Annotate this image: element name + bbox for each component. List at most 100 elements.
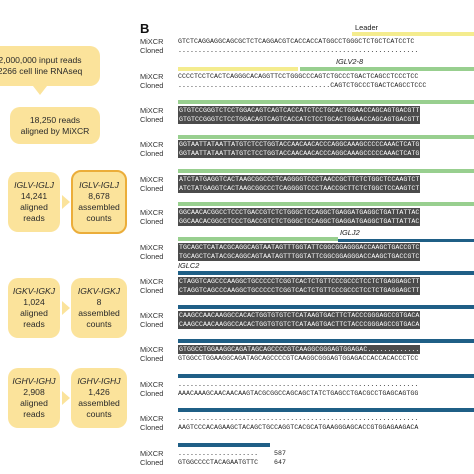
mixcr-sequence: GTCTCAGGAGGCAGCGCTCTCAGGACGTCACCACCATGGC… — [178, 38, 415, 45]
mixcr-label: MiXCR — [140, 380, 164, 389]
v-region-bar — [178, 169, 474, 173]
kappa-assembled-chain: IGKV-IGKJ — [77, 286, 121, 296]
mixcr-label: MiXCR — [140, 414, 164, 423]
alignment-block: MiXCR...................................… — [140, 414, 474, 432]
mixcr-sequence: GTGGCCTGGAAGGCAGATAGCAGCCCCGTCAAGGCGGGAG… — [178, 345, 421, 354]
panel-label: B — [140, 21, 150, 36]
lambda-aligned-box: IGLV-IGLJ 14,241 aligned reads — [8, 172, 60, 232]
aligned-reads-line2: aligned by MiXCR — [20, 125, 90, 136]
cloned-label: Cloned — [140, 115, 164, 124]
c-region-bar — [178, 408, 474, 412]
kappa-aligned-word2: reads — [23, 319, 45, 329]
cloned-label: Cloned — [140, 354, 164, 363]
lambda-aligned-word2: reads — [23, 213, 45, 223]
kappa-assembled-word1: assembled — [78, 308, 120, 318]
cloned-label: Cloned — [140, 46, 164, 55]
cloned-sequence: CAAGCCAACAAGGCCACACTGGTGTGTCTCATAAGTGACT… — [178, 320, 421, 329]
c-region-bar — [178, 374, 474, 378]
lambda-aligned-count: 14,241 — [20, 191, 48, 201]
mixcr-sequence: CCCCTCCTCACTCAGGGCACAGGTTCCTGGGCCCAGTCTG… — [178, 73, 419, 80]
mixcr-label: MiXCR — [140, 311, 164, 320]
lambda-assembled-word1: assembled — [78, 202, 120, 212]
j-region-bar — [338, 239, 474, 242]
heavy-aligned-word1: aligned — [20, 398, 48, 408]
cloned-sequence: ATCTATGAGGTCACTAAGCGGCCCTCAGGGGTCCCTAACC… — [178, 184, 421, 193]
cloned-end-position: 647 — [274, 459, 287, 466]
c-region-bar — [178, 271, 474, 275]
v-region-bar — [300, 67, 474, 71]
leader-label: Leader — [355, 23, 379, 32]
input-reads-line1: 2,000,000 input reads — [0, 55, 82, 65]
mixcr-label: MiXCR — [140, 243, 164, 252]
mixcr-sequence: GGCAACACGGCCTCCCTGACCGTCTCTGGGCTCCAGGCTG… — [178, 208, 421, 217]
kappa-aligned-chain: IGKV-IGKJ — [12, 286, 56, 296]
right-arrow-icon — [62, 391, 70, 405]
cloned-sequence: GTGGCCTGGAAGGCAGATAGCAGCCCCGTCAAGGCGGGAG… — [178, 355, 419, 362]
input-reads-box: 2,000,000 input reads 2266 cell line RNA… — [0, 46, 100, 95]
mixcr-label: MiXCR — [140, 106, 164, 115]
cloned-label: Cloned — [140, 458, 164, 467]
mixcr-sequence: GTGTCCGGGTCTCCTGGACAGTCAGTCACCATCTCCTGCA… — [178, 106, 421, 115]
cloned-sequence: CTAGGTCAGCCCAAGGCTGCCCCCTCGGTCACTCTGTTCC… — [178, 286, 421, 295]
alignment-block: MiXCR TGCAGCTCATACGCAGGCAGTAATAGTTTGGTATT… — [140, 243, 474, 261]
kappa-assembled-word2: counts — [86, 319, 112, 329]
alignment-block: MiXCR CAAGCCAACAAGGCCACACTGGTGTGTCTCATAAG… — [140, 311, 474, 329]
cloned-sequence: GTGGCCCCTACAGAATGTTC — [178, 459, 259, 466]
mixcr-label: MiXCR — [140, 449, 164, 458]
aligned-reads-line1: 18,250 reads — [29, 114, 81, 125]
iglv-label: IGLV2-8 — [336, 57, 364, 66]
mixcr-sequence: .................... — [178, 450, 259, 457]
cloned-sequence: GGTAATTATAATTATGTCTCCTGGTACCAACAACACCCAG… — [178, 149, 421, 158]
heavy-assembled-box: IGHV-IGHJ 1,426 assembled counts — [71, 368, 127, 428]
lambda-aligned-word1: aligned — [20, 202, 48, 212]
cloned-sequence: ........................................… — [178, 47, 419, 54]
mixcr-label: MiXCR — [140, 37, 164, 46]
c-region-bar — [178, 305, 474, 309]
mixcr-label: MiXCR — [140, 208, 164, 217]
c-region-bar — [178, 339, 474, 343]
v-region-bar — [178, 202, 474, 206]
mixcr-sequence: GGTAATTATAATTATGTCTCCTGGTACCAACAACACCCAG… — [178, 140, 421, 149]
cloned-label: Cloned — [140, 81, 164, 90]
heavy-aligned-box: IGHV-IGHJ 2,908 aligned reads — [8, 368, 60, 428]
aligned-reads-box: 18,250 reads aligned by MiXCR — [10, 107, 100, 144]
mixcr-sequence: TGCAGCTCATACGCAGGCAGTAATAGTTTGGTATTCGGCG… — [178, 243, 421, 252]
kappa-assembled-box: IGKV-IGKJ 8 assembled counts — [71, 278, 127, 338]
lambda-assembled-chain: IGLV-IGLJ — [79, 180, 119, 190]
mixcr-end-position: 587 — [274, 450, 287, 457]
v-region-bar — [178, 237, 338, 241]
right-arrow-icon — [62, 301, 70, 315]
kappa-aligned-count: 1,024 — [23, 297, 45, 307]
heavy-assembled-chain: IGHV-IGHJ — [77, 376, 121, 386]
mixcr-sequence: ATCTATGAGGTCACTAAGCGGCCCTCAGGGGTCCCTAACC… — [178, 175, 421, 184]
mixcr-sequence: CTAGGTCAGCCCAAGGCTGCCCCCTCGGTCACTCTGTTCC… — [178, 277, 421, 286]
kappa-aligned-word1: aligned — [20, 308, 48, 318]
alignment-block: MiXCR GTGGCCTGGAAGGCAGATAGCAGCCCCGTCAAGGC… — [140, 345, 474, 363]
heavy-aligned-count: 2,908 — [23, 387, 45, 397]
heavy-assembled-count: 1,426 — [88, 387, 110, 397]
cloned-sequence: TGCAGCTCATACGCAGGCAGTAATAGTTTGGTATTCGGCG… — [178, 252, 421, 261]
lambda-assembled-box: IGLV-IGLJ 8,678 assembled counts — [71, 170, 127, 234]
c-region-bar — [178, 443, 270, 447]
mixcr-sequence: ........................................… — [178, 415, 419, 422]
alignment-block: MiXCR CCCCTCCTCACTCAGGGCACAGGTTCCTGGGCCCA… — [140, 72, 474, 90]
alignment-block: MiXCR...................................… — [140, 380, 474, 398]
kappa-assembled-count: 8 — [96, 297, 102, 307]
iglj-label: IGLJ2 — [340, 228, 360, 237]
cloned-label: Cloned — [140, 423, 164, 432]
heavy-aligned-chain: IGHV-IGHJ — [12, 376, 56, 386]
cloned-label: Cloned — [140, 217, 164, 226]
cloned-label: Cloned — [140, 320, 164, 329]
mixcr-label: MiXCR — [140, 140, 164, 149]
v-region-bar — [178, 135, 474, 139]
mixcr-label: MiXCR — [140, 345, 164, 354]
cloned-sequence: GTGTCCGGGTCTCCTGGACAGTCAGTCACCATCTCCTGCA… — [178, 115, 421, 124]
mixcr-label: MiXCR — [140, 72, 164, 81]
alignment-block: MiXCR GGTAATTATAATTATGTCTCCTGGTACCAACAACA… — [140, 140, 474, 158]
leader-region-bar — [352, 32, 474, 36]
kappa-aligned-box: IGKV-IGKJ 1,024 aligned reads — [8, 278, 60, 338]
iglc-label: IGLC2 — [178, 261, 200, 270]
cloned-label: Cloned — [140, 389, 164, 398]
v-region-bar — [178, 100, 474, 104]
